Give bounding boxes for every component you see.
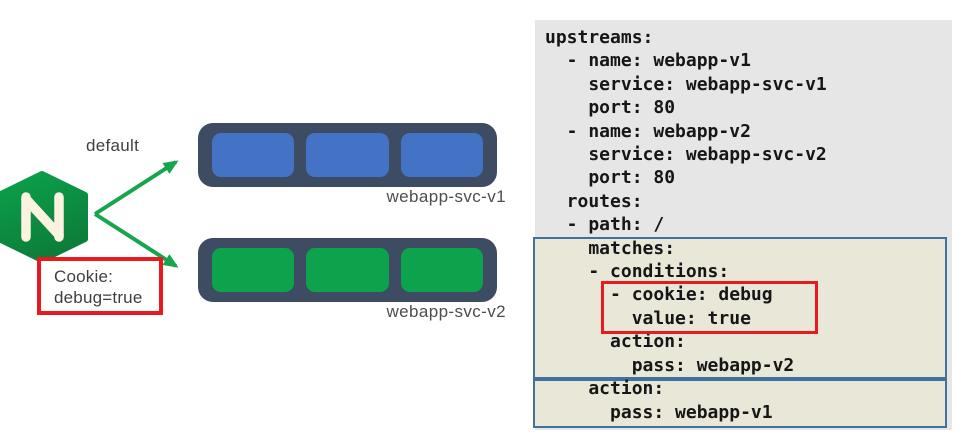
default-action-highlight-box xyxy=(533,379,947,428)
code-line: - conditions: xyxy=(545,261,730,283)
service-box-webapp-svc-v1 xyxy=(198,123,497,187)
code-line: - cookie: debug xyxy=(545,284,773,306)
cookie-callout-line2: debug=true xyxy=(54,288,143,307)
code-line: - name: webapp-v1 xyxy=(545,50,751,72)
cookie-debug-callout: Cookie: debug=true xyxy=(37,257,163,315)
default-route-arrow xyxy=(93,160,179,216)
code-line: service: webapp-svc-v1 xyxy=(545,73,827,95)
matches-highlight-box xyxy=(533,237,947,379)
code-line: service: webapp-svc-v2 xyxy=(545,144,827,166)
pod xyxy=(400,248,483,292)
yaml-code: upstreams: - name: webapp-v1 service: we… xyxy=(545,26,945,424)
cookie-callout-line1: Cookie: xyxy=(54,267,114,286)
code-line: port: 80 xyxy=(545,97,676,119)
code-line: - name: webapp-v2 xyxy=(545,120,751,142)
pod xyxy=(212,133,295,177)
service-label-v2: webapp-svc-v2 xyxy=(386,302,506,321)
cookie-condition-highlight-box xyxy=(601,281,818,334)
service-label-v1: webapp-svc-v1 xyxy=(386,187,506,206)
code-line: value: true xyxy=(545,307,751,329)
service-box-webapp-svc-v2 xyxy=(198,238,497,302)
code-line: upstreams: xyxy=(545,27,654,48)
pod xyxy=(306,133,389,177)
code-line: action: xyxy=(545,378,665,400)
code-line: action: xyxy=(545,331,686,353)
pod xyxy=(306,248,389,292)
code-line: matches: xyxy=(545,237,676,259)
pod xyxy=(212,248,295,292)
code-line: - path: / xyxy=(545,214,665,236)
code-line: pass: webapp-v1 xyxy=(545,401,773,423)
code-line: routes: xyxy=(545,190,643,212)
code-line: port: 80 xyxy=(545,167,676,189)
pod xyxy=(400,133,483,177)
default-route-label: default xyxy=(86,136,140,155)
nginx-logo-icon xyxy=(0,171,88,263)
code-line: pass: webapp-v2 xyxy=(545,354,795,376)
